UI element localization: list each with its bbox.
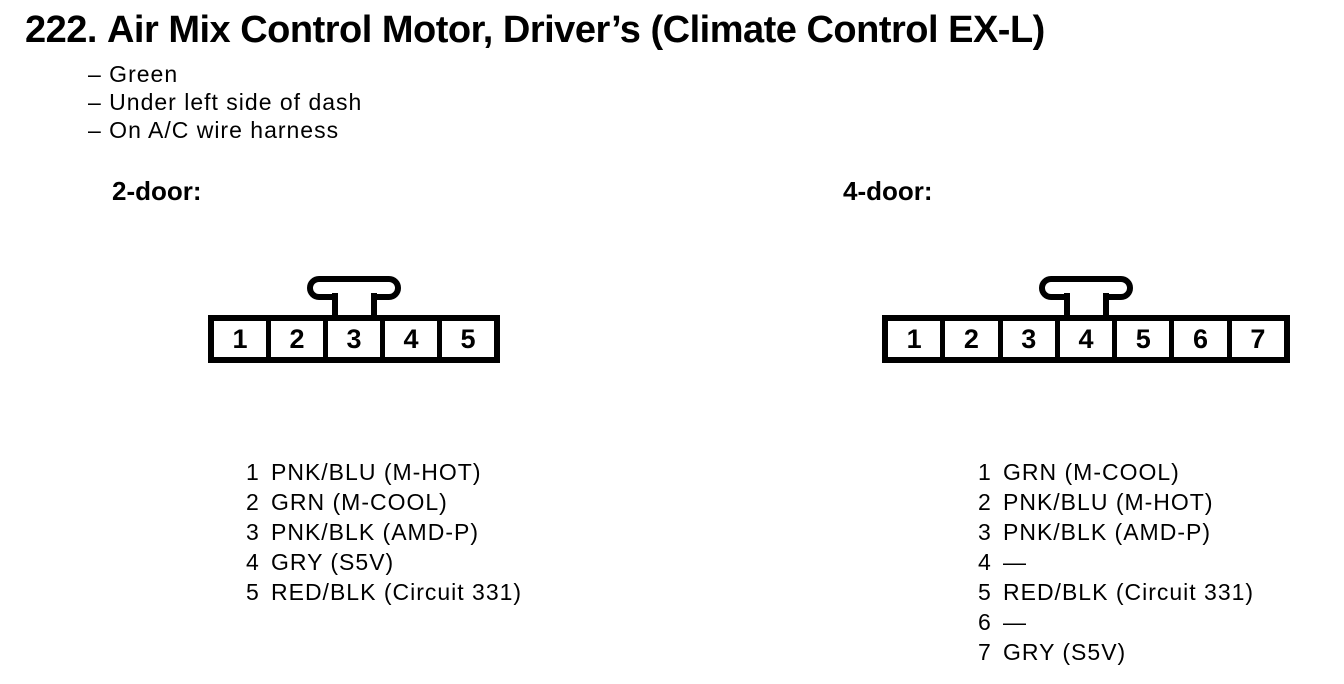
pin-wire-label: GRN (M-COOL) <box>271 489 448 515</box>
connector-pin-cell: 3 <box>1003 321 1060 357</box>
pin-number: 2 <box>246 489 260 515</box>
note-line: – On A/C wire harness <box>88 117 340 143</box>
connector-pin-cell: 5 <box>460 323 476 354</box>
pin-number: 1 <box>978 459 992 485</box>
pin-wire-label: GRY (S5V) <box>271 549 395 575</box>
pin-wire-label: PNK/BLK (AMD-P) <box>271 519 479 545</box>
pin-number: 4 <box>978 549 992 575</box>
pinout-row: 3 PNK/BLK (AMD-P) <box>246 517 522 547</box>
pin-number: 5 <box>978 579 992 605</box>
connector-lock-tab-stem-icon <box>332 293 377 315</box>
location-notes: – Green– Under left side of dash– On A/C… <box>88 60 362 144</box>
pinout-list-2door: 1 PNK/BLU (M-HOT) 2 GRN (M-COOL) 3 PNK/BLK (A… <box>246 457 522 607</box>
pinout-row: 4 GRY (S5V) <box>246 547 522 577</box>
pin-number: 7 <box>978 639 992 665</box>
connector-pin-cell: 6 <box>1174 321 1232 357</box>
connector-pin-cell: 4 <box>385 321 442 357</box>
pin-number: 5 <box>246 579 260 605</box>
pin-number: 1 <box>246 459 260 485</box>
pin-number: 3 <box>246 519 260 545</box>
pin-wire-label: PNK/BLK (AMD-P) <box>1003 519 1211 545</box>
connector-pin-cell: 7 <box>1250 323 1266 354</box>
pin-number: 3 <box>978 519 992 545</box>
connector-pin-cell: 2 <box>945 321 1003 357</box>
pin-wire-label: — <box>1003 609 1027 635</box>
connector-pin-cell: 1 <box>214 321 271 357</box>
connector-pin-cell: 2 <box>271 321 328 357</box>
page-title-text: Air Mix Control Motor, Driver’s (Climate… <box>106 9 1045 51</box>
pinout-row: 5 RED/BLK (Circuit 331) <box>978 577 1254 607</box>
connector-pin-cell: 4 <box>1060 321 1118 357</box>
pinout-row: 2 GRN (M-COOL) <box>246 487 522 517</box>
pin-wire-label: RED/BLK (Circuit 331) <box>271 579 523 605</box>
note-line: – Under left side of dash <box>88 89 363 115</box>
pin-number: 6 <box>978 609 992 635</box>
pin-wire-label: PNK/BLU (M-HOT) <box>271 459 482 485</box>
connector-pin-cell: 5 <box>1117 321 1175 357</box>
pin-wire-label: GRN (M-COOL) <box>1003 459 1180 485</box>
pinout-row: 1 PNK/BLU (M-HOT) <box>246 457 522 487</box>
section-heading-2door: 2-door: <box>112 176 202 206</box>
pin-wire-label: — <box>1003 549 1027 575</box>
pinout-row: 1 GRN (M-COOL) <box>978 457 1254 487</box>
pinout-row: 6— <box>978 607 1254 637</box>
note-line: – Green <box>88 61 179 87</box>
connector-pin-cell: 1 <box>888 321 946 357</box>
section-number: 222. <box>25 9 97 51</box>
section-heading-4door: 4-door: <box>843 176 933 206</box>
connector-pin-cell: 3 <box>328 321 385 357</box>
connector-lock-tab-stem-icon <box>1064 293 1109 315</box>
pin-number: 2 <box>978 489 992 515</box>
pinout-list-4door: 1 GRN (M-COOL) 2 PNK/BLU (M-HOT) 3 PNK/BLK (A… <box>978 457 1254 667</box>
pinout-row: 7 GRY (S5V) <box>978 637 1254 667</box>
pinout-row: 4— <box>978 547 1254 577</box>
pinout-row: 3 PNK/BLK (AMD-P) <box>978 517 1254 547</box>
pin-wire-label: GRY (S5V) <box>1003 639 1127 665</box>
page-title: 222.Air Mix Control Motor, Driver’s (Cli… <box>25 8 1045 52</box>
pin-number: 4 <box>246 549 260 575</box>
pin-wire-label: RED/BLK (Circuit 331) <box>1003 579 1255 605</box>
pin-wire-label: PNK/BLU (M-HOT) <box>1003 489 1214 515</box>
pinout-row: 2 PNK/BLU (M-HOT) <box>978 487 1254 517</box>
pinout-row: 5 RED/BLK (Circuit 331) <box>246 577 522 607</box>
